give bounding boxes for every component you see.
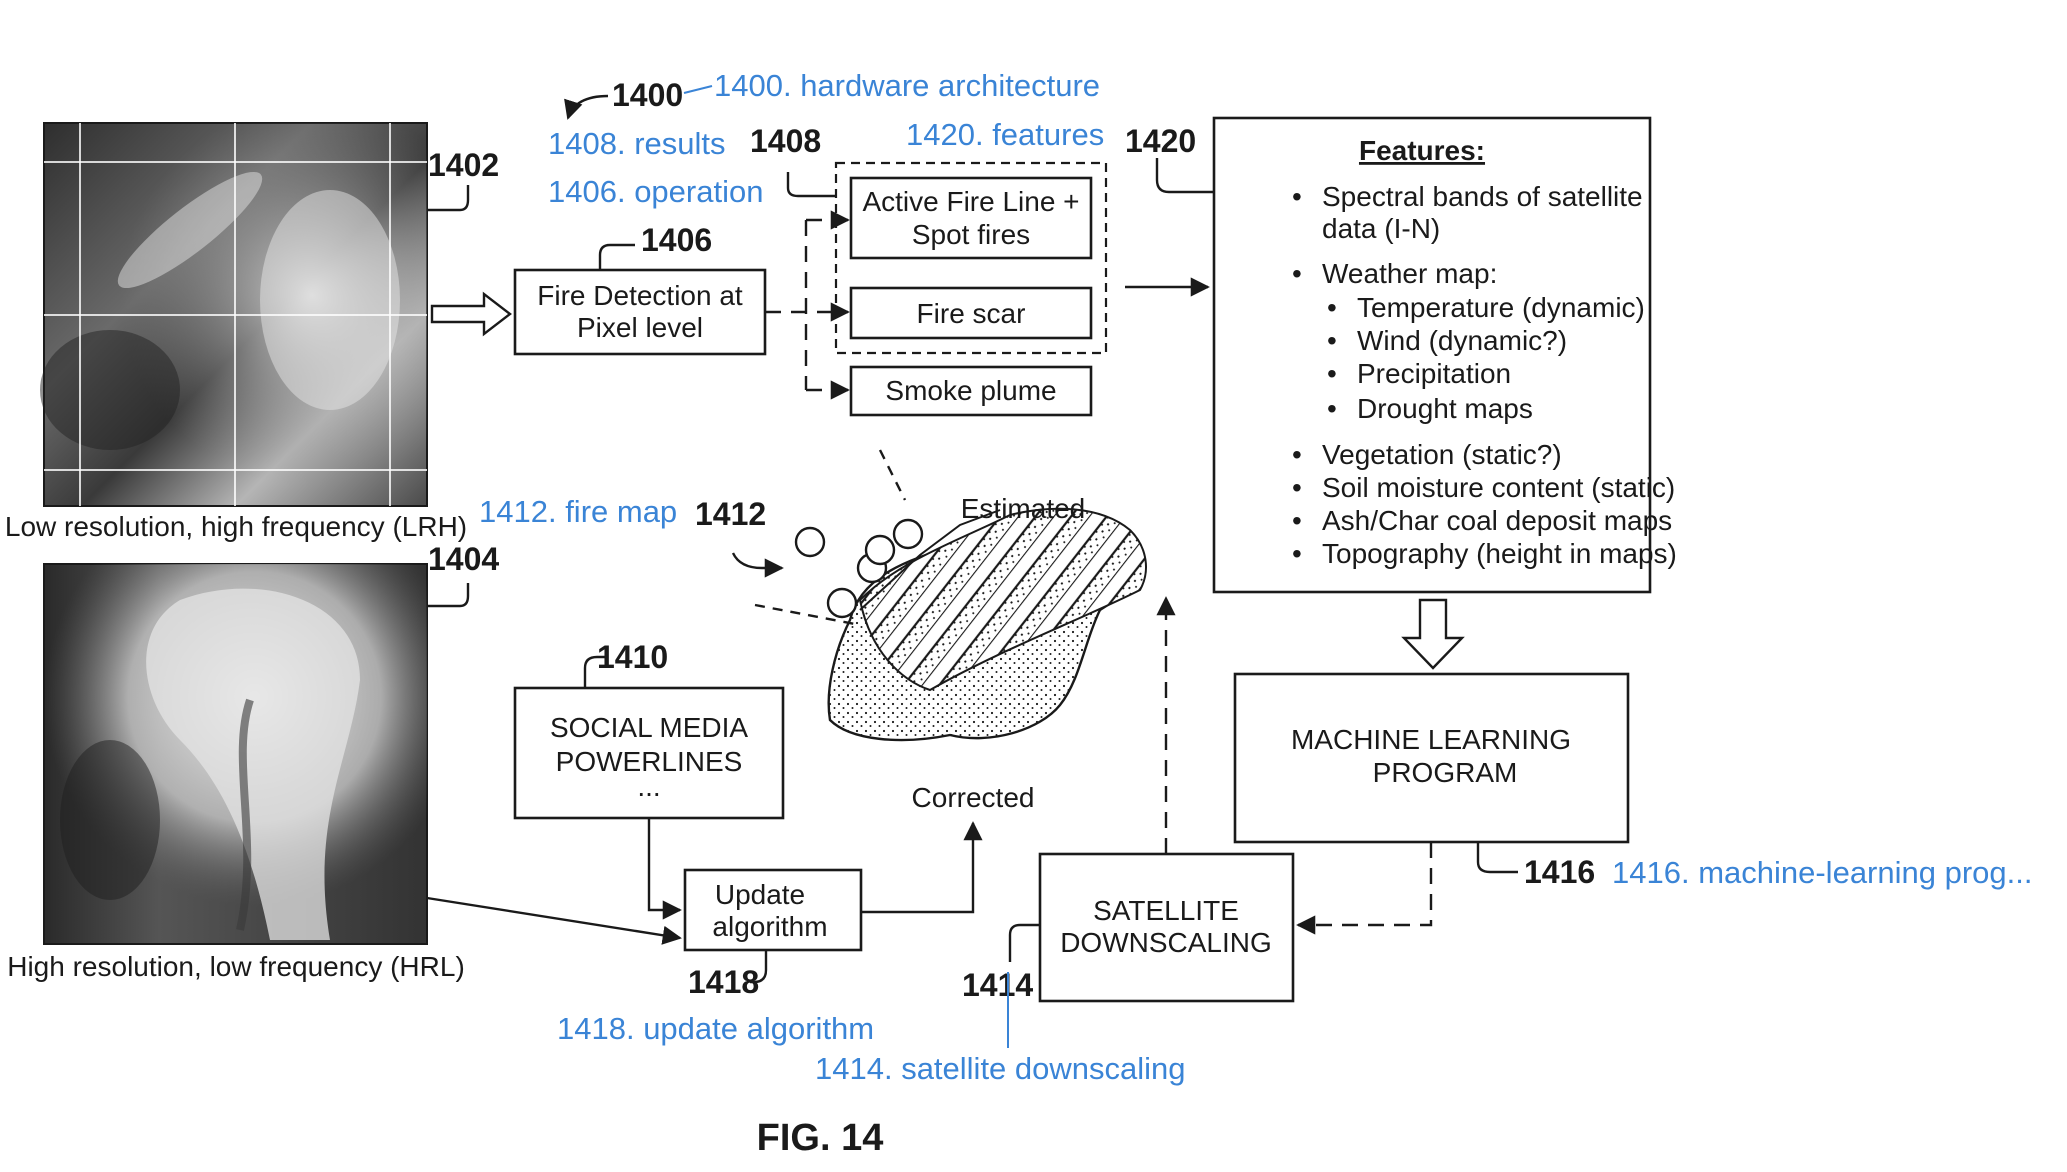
hrl-satellite-image [43,563,428,945]
ml-line-2: PROGRAM [1373,757,1518,788]
features-heading: Features: [1359,135,1485,166]
lrh-satellite-image [40,122,428,507]
downscaling-line-1: SATELLITE [1093,895,1239,926]
ref-1418: 1418 [688,964,759,1000]
annotation-1418: 1418. update algorithm [557,1011,874,1046]
fire-detection-line-2: Pixel level [577,312,703,343]
feature-item: Wind (dynamic?) [1357,325,1567,356]
svg-text:•: • [1292,472,1302,503]
fire-map-dashed-line-top [878,449,907,501]
feature-item: Vegetation (static?) [1322,439,1562,470]
leader-1420 [1155,158,1214,194]
update-line-1: Update [715,879,805,910]
hollow-arrow-to-fire-detection [430,291,512,337]
arrow-update-to-corrected [861,821,983,914]
ref-1414: 1414 [962,967,1033,1003]
leader-1414 [1008,923,1040,962]
arrow-ml-to-downscaling [1296,842,1433,935]
ref-1410: 1410 [597,639,668,675]
svg-text:•: • [1292,505,1302,536]
active-fire-line-2: Spot fires [912,219,1030,250]
estimated-label: Estimated [961,493,1086,524]
ref-1400: 1400 [612,77,683,113]
annotation-1408: 1408. results [548,126,726,161]
leader-1412 [731,552,784,578]
social-media-line-3: ... [637,771,660,802]
ref-1408: 1408 [750,123,821,159]
leader-1404 [427,583,470,608]
update-algorithm-box [683,868,863,952]
feature-item: Soil moisture content (static) [1322,472,1675,503]
leader-1408 [786,172,836,198]
lrh-caption: Low resolution, high frequency (LRH) [5,511,467,542]
fire-detection-line-1: Fire Detection at [537,280,743,311]
annotation-connector-1400 [683,85,713,94]
leader-1416 [1476,842,1518,874]
features-list: • Spectral bands of satellite data (I-N)… [1292,181,1677,569]
active-fire-box [849,176,1093,260]
feature-item: Precipitation [1357,358,1511,389]
feature-item: Ash/Char coal deposit maps [1322,505,1672,536]
leader-1410 [583,655,605,688]
results-group [834,161,1108,355]
satellite-downscaling-box [1038,852,1295,1003]
hollow-arrow-to-ml [1401,598,1465,670]
fire-scar-box [849,286,1093,340]
ref-1406: 1406 [641,222,712,258]
feature-item: Drought maps [1357,393,1533,424]
svg-text:•: • [1327,358,1337,389]
downscaling-line-2: DOWNSCALING [1060,927,1272,958]
leader-1406 [598,243,635,270]
features-box [1212,116,1652,594]
ml-line-1: MACHINE LEARNING [1291,724,1571,755]
smoke-plume-box [849,365,1093,417]
social-media-box [513,686,785,820]
ref-1412: 1412 [695,496,766,532]
svg-text:•: • [1292,439,1302,470]
svg-text:•: • [1292,258,1302,289]
corrected-label: Corrected [912,782,1035,813]
fire-scar-label: Fire scar [917,298,1026,329]
smoke-plume-label: Smoke plume [885,375,1056,406]
feature-item: Temperature (dynamic) [1357,292,1645,323]
svg-text:•: • [1327,325,1337,356]
active-fire-line-1: Active Fire Line + [862,186,1079,217]
feature-item: data (I-N) [1322,213,1440,244]
social-media-line-1: SOCIAL MEDIA [550,712,748,743]
figure-label: FIG. 14 [757,1117,884,1159]
annotation-1412: 1412. fire map [479,494,677,529]
svg-text:•: • [1292,181,1302,212]
ref-1416: 1416 [1524,854,1595,890]
fire-map-illustration [794,507,1147,742]
annotation-1406: 1406. operation [548,174,763,209]
update-line-2: algorithm [712,911,827,942]
annotation-1414: 1414. satellite downscaling [815,1051,1186,1086]
feature-item: Topography (height in maps) [1322,538,1677,569]
ref-1420: 1420 [1125,123,1196,159]
svg-text:•: • [1292,538,1302,569]
svg-text:•: • [1327,292,1337,323]
ref-1404: 1404 [428,541,499,577]
svg-text:•: • [1327,393,1337,424]
ref-1402: 1402 [428,147,499,183]
leader-1418 [750,950,768,984]
arrow-1400 [564,94,609,120]
feature-item: Weather map: [1322,258,1497,289]
annotation-1400: 1400. hardware architecture [714,68,1100,103]
leader-1402 [427,185,470,212]
feature-item: Spectral bands of satellite [1322,181,1643,212]
arrow-social-to-update [647,818,682,920]
arrow-hrl-to-update [426,896,682,945]
fire-detection-box [513,268,767,356]
annotation-1416: 1416. machine-learning prog... [1612,855,2032,890]
machine-learning-box [1233,672,1630,844]
hrl-caption: High resolution, low frequency (HRL) [7,951,465,982]
annotation-1420: 1420. features [906,117,1104,152]
social-media-line-2: POWERLINES [556,746,743,777]
